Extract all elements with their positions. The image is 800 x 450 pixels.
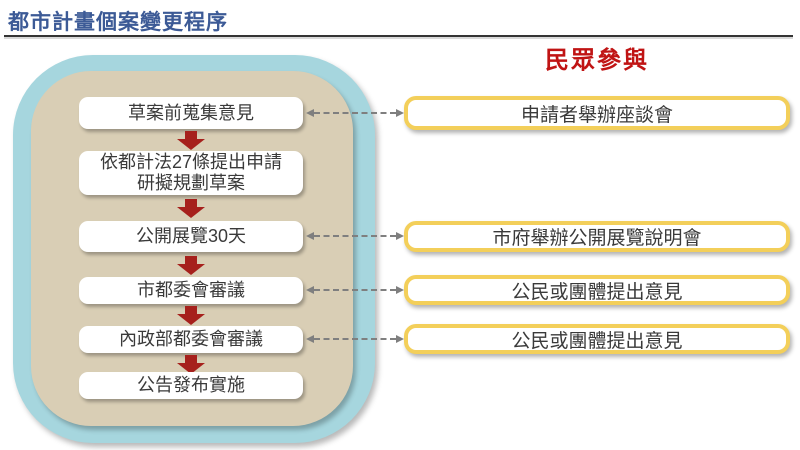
title-underline bbox=[4, 35, 793, 37]
participation-item-applicant-symposium: 申請者舉辦座談會 bbox=[404, 96, 790, 130]
down-arrow-icon bbox=[177, 355, 205, 374]
down-arrow-icon bbox=[177, 306, 205, 325]
down-arrow-icon bbox=[177, 199, 205, 218]
flow-step-interior-committee-review: 內政部都委會審議 bbox=[79, 326, 303, 353]
flow-step-public-exhibition: 公開展覽30天 bbox=[79, 221, 303, 252]
participation-item-city-briefing: 市府舉辦公開展覽說明會 bbox=[404, 221, 790, 252]
flow-step-collect-opinions: 草案前蒐集意見 bbox=[79, 97, 303, 129]
dashed-connector-icon bbox=[306, 285, 404, 295]
flow-step-city-committee-review: 市都委會審議 bbox=[79, 277, 303, 304]
down-arrow-icon bbox=[177, 256, 205, 275]
participation-item-citizen-opinions-2: 公民或團體提出意見 bbox=[404, 324, 790, 354]
dashed-connector-icon bbox=[306, 231, 404, 241]
participation-heading: 民眾參與 bbox=[545, 47, 649, 74]
flow-step-apply-article27: 依都計法27條提出申請 研擬規劃草案 bbox=[79, 151, 303, 195]
down-arrow-icon bbox=[177, 131, 205, 150]
dashed-connector-icon bbox=[306, 334, 404, 344]
flow-step-announce-implement: 公告發布實施 bbox=[79, 372, 303, 399]
page-title: 都市計畫個案變更程序 bbox=[8, 11, 228, 34]
participation-item-citizen-opinions-1: 公民或團體提出意見 bbox=[404, 275, 790, 305]
dashed-connector-icon bbox=[306, 108, 404, 118]
